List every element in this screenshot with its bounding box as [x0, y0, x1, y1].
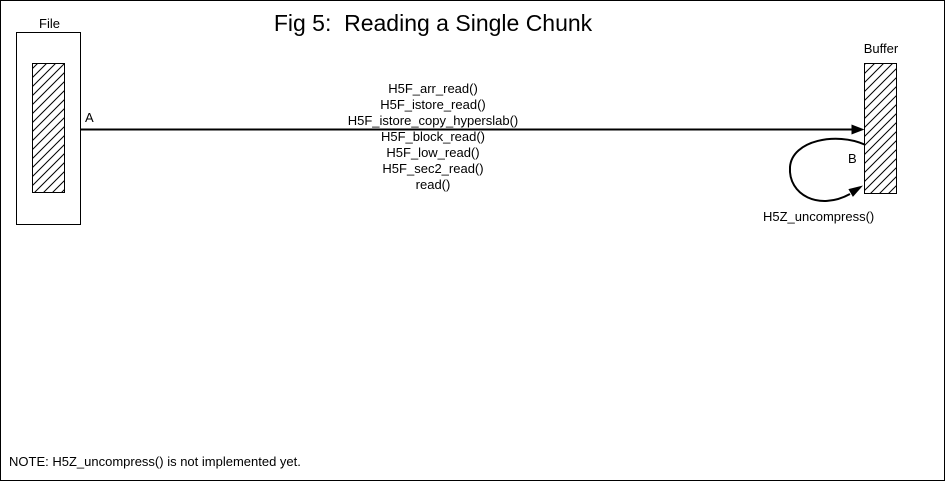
call-stack-line: H5F_istore_copy_hyperslab()	[347, 113, 519, 128]
call-stack-line: H5F_block_read()	[380, 129, 486, 144]
arrow-b-marker-label: B	[848, 151, 857, 166]
call-stack-line: H5F_istore_read()	[380, 97, 486, 112]
footnote: NOTE: H5Z_uncompress() is not implemente…	[9, 454, 301, 469]
arrow-a-head-icon	[851, 124, 865, 135]
arrow-a-marker-label: A	[85, 110, 94, 125]
call-stack-line: H5F_low_read()	[386, 145, 480, 160]
buffer-box-label: Buffer	[863, 41, 899, 56]
call-stack-line: H5F_sec2_read()	[382, 161, 484, 176]
file-box-label: File	[39, 16, 60, 31]
arrow-b-head-icon	[848, 185, 863, 197]
call-stack-line: H5F_arr_read()	[388, 81, 478, 96]
file-box	[16, 32, 81, 225]
figure-title: Fig 5: Reading a Single Chunk	[273, 10, 593, 36]
file-chunk-hatched	[32, 63, 65, 193]
buffer-hatched	[864, 63, 897, 194]
call-stack-line: read()	[415, 177, 451, 192]
read-call-stack: H5F_arr_read() H5F_istore_read() H5F_ist…	[333, 81, 533, 193]
arrow-b-loop	[788, 137, 865, 202]
uncompress-function-label: H5Z_uncompress()	[763, 209, 875, 224]
